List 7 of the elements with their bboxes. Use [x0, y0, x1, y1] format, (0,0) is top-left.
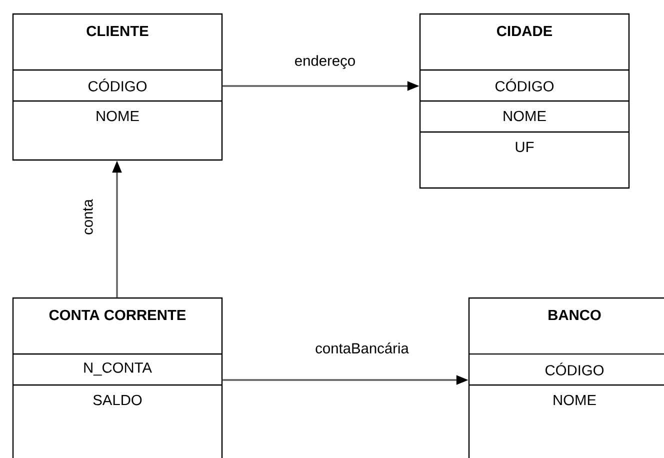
class-box: CONTA CORRENTE N_CONTA SALDO	[12, 297, 223, 458]
edge-label: contaBancária	[314, 341, 410, 355]
class-box: BANCO CÓDIGO NOME	[468, 297, 664, 458]
edge-label: conta	[82, 198, 94, 236]
class-box: CLIENTE CÓDIGO NOME	[12, 13, 223, 161]
class-box: CIDADE CÓDIGO NOME UF	[419, 13, 630, 189]
edge-label: endereço	[293, 54, 357, 70]
